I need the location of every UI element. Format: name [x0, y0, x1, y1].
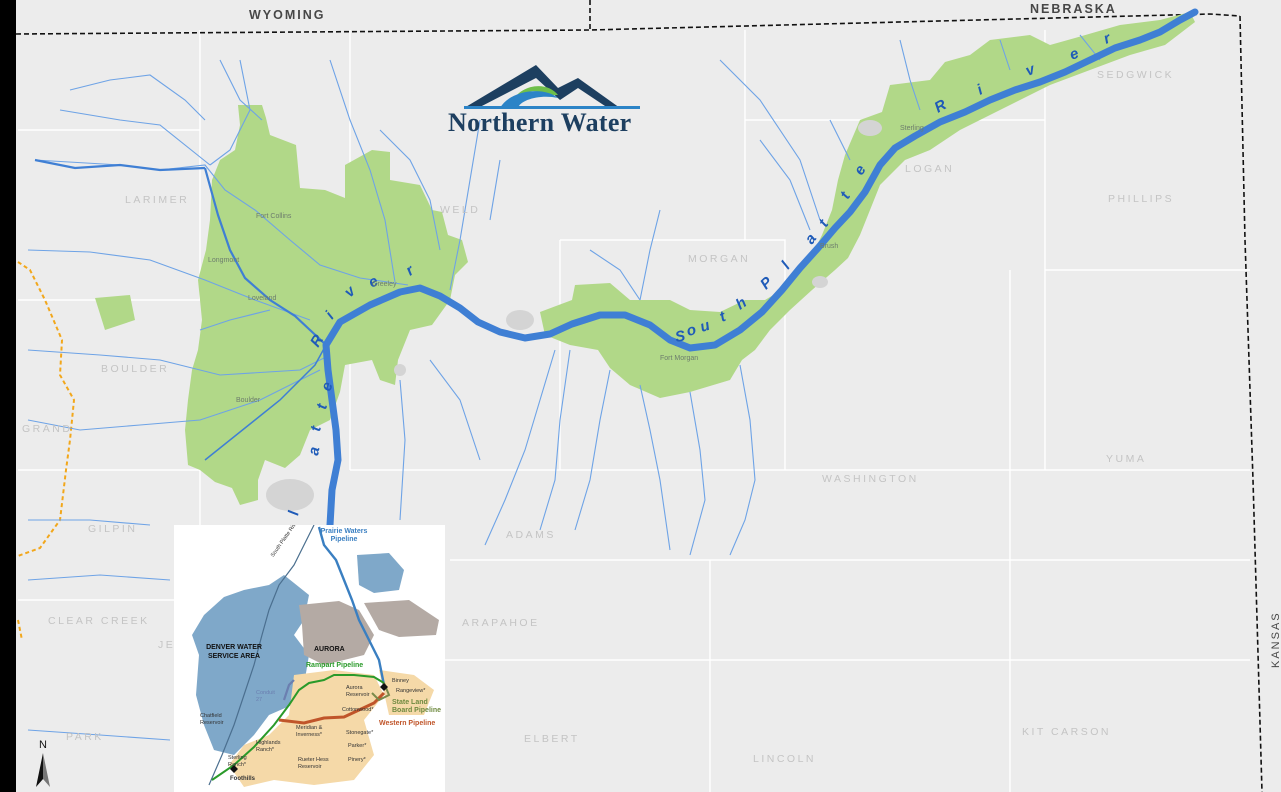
county-label: GRAND	[22, 423, 72, 435]
north-arrow-icon: N	[36, 739, 50, 787]
county-label: LOGAN	[905, 163, 954, 175]
inset-map: Prairie Waters Pipeline South Platte Riv…	[174, 525, 445, 792]
inset-label-aurora-reservoir: Aurora Reservoir	[346, 685, 370, 698]
county-label: SEDGWICK	[1097, 69, 1174, 81]
urban-areas	[266, 120, 882, 511]
inset-label-cottonwood: Cottonwood*	[342, 707, 374, 713]
river-label-letter: t	[313, 401, 331, 410]
county-label: ARAPAHOE	[462, 617, 540, 629]
inset-label-prairie-waters: Prairie Waters Pipeline	[320, 528, 368, 543]
logo-wordmark: Northern Water	[448, 108, 632, 137]
city-label: Loveland	[248, 295, 277, 302]
county-label: GILPIN	[88, 523, 137, 535]
river-label-letter: t	[717, 308, 729, 326]
inset-label-parker: Parker*	[348, 743, 367, 749]
river-label-letter: P	[757, 273, 777, 293]
inset-label-chatfield: Chatfield Reservoir	[200, 713, 224, 726]
city-label: Fort Morgan	[660, 355, 698, 362]
county-label: WASHINGTON	[822, 473, 919, 485]
inset-label-aurora: AURORA	[314, 646, 345, 653]
city-label: Fort Collins	[256, 213, 292, 220]
inset-label-meridian: Meridian & Inverness*	[296, 725, 323, 738]
inset-label-western: Western Pipeline	[379, 720, 436, 727]
county-labels: LARIMER WELD MORGAN LOGAN SEDGWICK PHILLIPS BO…	[22, 69, 1174, 765]
inset-water-provider-areas	[229, 670, 434, 787]
northern-water-service-area	[95, 12, 1195, 505]
river-label-letter: l	[285, 509, 303, 517]
continental-divide-2	[17, 619, 23, 641]
inset-label-pinery: Pinery*	[348, 757, 366, 763]
inset-label-sterling-ranch: Sterling Ranch*	[228, 755, 247, 768]
inset-conduit-27	[282, 679, 295, 701]
inset-label-rangeview: Rangeview*	[396, 688, 426, 694]
inset-prairie-waters-pipeline	[317, 526, 386, 686]
state-label-kansas: KANSAS	[1270, 611, 1281, 668]
river-label-letter: a	[305, 446, 323, 457]
state-boundaries	[15, 0, 1263, 792]
county-label: CLEAR CREEK	[48, 615, 150, 627]
inset-rampart-pipeline	[211, 674, 385, 781]
river-label-letter: o	[685, 321, 698, 340]
continental-divide	[17, 261, 76, 557]
inset-south-platte-river	[208, 525, 315, 786]
county-label: LINCOLN	[753, 753, 816, 765]
city-label: Boulder	[236, 397, 261, 404]
city-label: Brush	[820, 243, 838, 250]
inset-label-rueter-hess: Rueter Hess Reservoir	[298, 757, 329, 770]
inset-label-stonegate: Stonegate*	[346, 730, 374, 736]
inset-aurora-area	[299, 600, 439, 665]
city-label: Longmont	[208, 257, 239, 264]
county-label: BOULDER	[101, 363, 169, 375]
city-label: Sterling	[900, 125, 924, 132]
inset-western-pipeline	[278, 691, 386, 725]
northern-water-logo	[464, 65, 640, 109]
county-label: MORGAN	[688, 253, 750, 265]
county-label: YUMA	[1106, 453, 1146, 465]
upper-river-line	[203, 167, 327, 346]
inset-label-conduit: Conduit 27	[256, 690, 275, 703]
county-label: ELBERT	[524, 733, 580, 745]
inset-label-denver-water: DENVER WATER SERVICE AREA	[206, 644, 262, 660]
inset-binney-marker	[380, 683, 388, 691]
left-edge-bar	[0, 0, 16, 792]
south-platte-river	[322, 8, 1199, 529]
county-label: WELD	[440, 204, 480, 216]
county-label: KIT CARSON	[1022, 726, 1111, 738]
state-label-wyoming: WYOMING	[249, 8, 326, 22]
city-label: Greeley	[372, 281, 397, 288]
inset-label-rampart: Rampart Pipeline	[306, 662, 364, 669]
state-label-nebraska: NEBRASKA	[1030, 2, 1117, 16]
river-label-letter: S	[674, 327, 687, 345]
tributary-line	[204, 344, 327, 461]
county-label: PARK	[66, 731, 104, 743]
river-label-letter: l	[778, 258, 794, 273]
inset-state-land-board-pipeline	[371, 682, 391, 702]
inset-map-graphic	[192, 525, 439, 787]
north-arrow-label: N	[39, 739, 47, 751]
inset-label-state-land-board: State Land Board Pipeline	[392, 699, 442, 714]
county-label: PHILLIPS	[1108, 193, 1174, 205]
inset-label-foothills: Foothills	[230, 776, 255, 782]
county-label: ADAMS	[506, 529, 556, 541]
inset-label-binney: Binney	[392, 678, 409, 684]
river-label-letter: i	[974, 81, 986, 98]
inset-foothills-marker	[230, 765, 238, 773]
river-label-letter: t	[307, 424, 325, 433]
upper-river-line-2	[34, 158, 206, 172]
inset-denver-water-area	[192, 553, 404, 755]
county-label: LARIMER	[125, 194, 189, 206]
inset-label-highlands: Highlands Ranch*	[256, 740, 281, 753]
